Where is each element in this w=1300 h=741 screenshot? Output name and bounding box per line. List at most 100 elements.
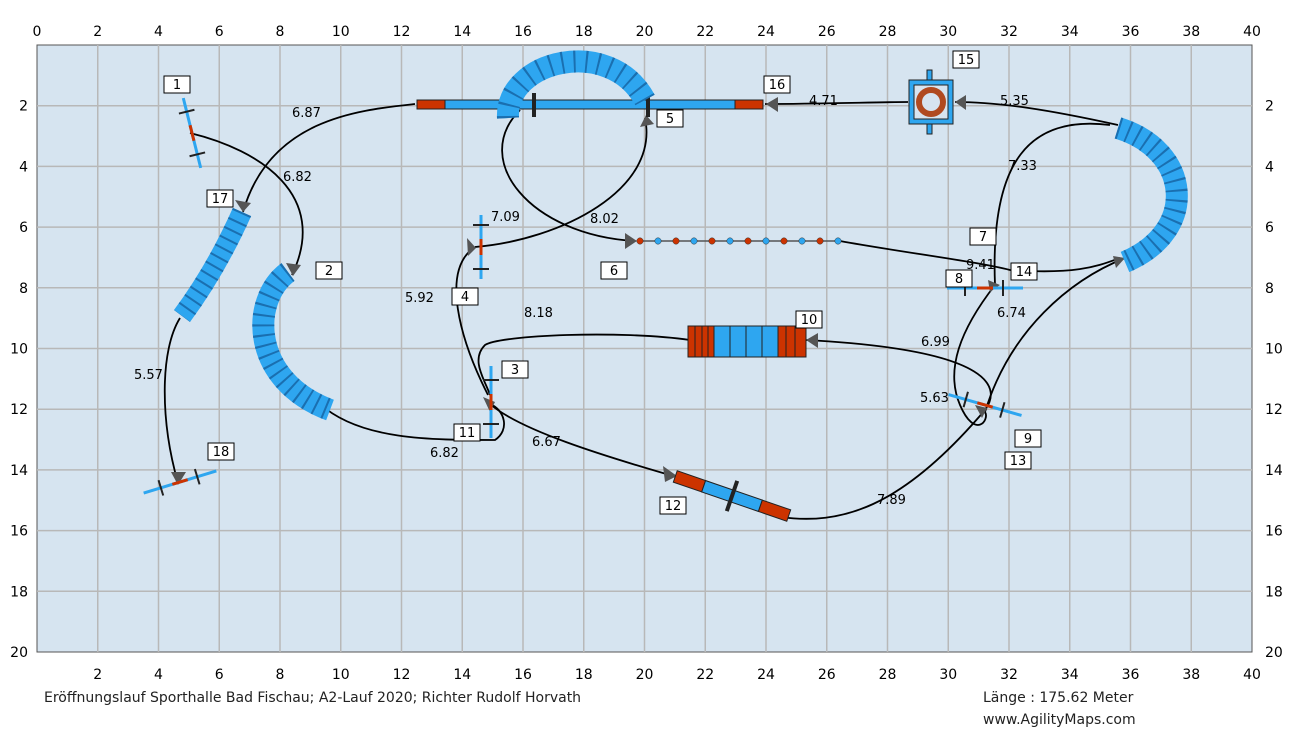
x-tick-top: 10 [332,24,350,40]
x-tick-bottom: 18 [575,667,593,683]
distance-label: 5.57 [134,368,163,383]
distance-label: 5.35 [1000,94,1029,109]
x-tick-top: 30 [939,24,957,40]
svg-text:13: 13 [1010,454,1027,469]
tunnel-ribs [173,207,252,322]
obstacle-label-13: 13 [1004,451,1032,470]
tire-obstacle [908,69,954,135]
distance-label: 6.82 [430,446,459,461]
y-tick-left: 16 [10,524,28,540]
x-tick-top: 14 [453,24,471,40]
obstacle-label-3: 3 [501,360,529,379]
distance-label: 8.02 [590,212,619,227]
x-tick-top: 28 [879,24,897,40]
obstacle-label-10: 10 [795,310,823,329]
y-tick-right: 6 [1265,220,1274,236]
obstacle-label-5: 5 [656,109,684,128]
x-tick-bottom: 38 [1182,667,1200,683]
x-tick-bottom: 36 [1122,667,1140,683]
y-tick-left: 2 [19,99,28,115]
svg-text:18: 18 [213,445,230,460]
weave-pole [636,237,644,245]
jump-3-11 [483,366,499,438]
svg-text:2: 2 [325,264,333,279]
x-tick-bottom: 24 [757,667,775,683]
x-tick-top: 20 [636,24,654,40]
svg-text:9: 9 [1024,432,1032,447]
svg-text:10: 10 [801,313,818,328]
obstacle-label-8: 8 [945,269,973,288]
x-tick-bottom: 10 [332,667,350,683]
weave-pole [834,237,842,245]
course-length: Länge : 175.62 Meter [983,690,1134,706]
weave-pole [744,237,752,245]
x-tick-top: 34 [1061,24,1079,40]
x-tick-top: 2 [93,24,102,40]
x-tick-top: 16 [514,24,532,40]
y-tick-left: 4 [19,159,28,175]
x-tick-bottom: 26 [818,667,836,683]
svg-text:11: 11 [459,426,476,441]
obstacle-label-2: 2 [315,261,343,280]
svg-text:15: 15 [958,53,975,68]
x-tick-top: 32 [1000,24,1018,40]
x-tick-top: 8 [276,24,285,40]
jump-9-13 [948,391,1022,418]
weave-pole [690,237,698,245]
y-tick-right: 10 [1265,342,1283,358]
y-tick-right: 4 [1265,159,1274,175]
x-tick-bottom: 34 [1061,667,1079,683]
tunnel-ribs [1114,117,1188,273]
x-tick-bottom: 32 [1000,667,1018,683]
x-tick-bottom: 30 [939,667,957,683]
distance-label: 5.63 [920,391,949,406]
y-tick-left: 18 [10,584,28,600]
website-link[interactable]: www.AgilityMaps.com [983,712,1136,728]
jump-4 [473,215,489,279]
obstacle-label-15: 15 [952,50,980,69]
y-tick-left: 10 [10,342,28,358]
x-tick-top: 38 [1182,24,1200,40]
weave-pole [780,237,788,245]
dog-walk-obstacle [416,93,764,117]
svg-text:3: 3 [511,363,519,378]
obstacle-label-18: 18 [207,442,235,461]
x-tick-top: 40 [1243,24,1261,40]
y-tick-left: 8 [19,281,28,297]
obstacle-label-17: 17 [206,189,234,208]
distance-label: 6.74 [997,306,1026,321]
weave-pole [798,237,806,245]
obstacle-label-6: 6 [600,261,628,280]
distance-label: 9.41 [966,258,995,273]
x-tick-bottom: 2 [93,667,102,683]
x-tick-bottom: 12 [393,667,411,683]
svg-text:5: 5 [666,112,674,127]
obstacle-label-14: 14 [1010,262,1038,281]
svg-text:4: 4 [461,290,469,305]
obstacle-label-16: 16 [763,75,791,94]
x-tick-bottom: 20 [636,667,654,683]
x-tick-top: 0 [33,24,42,40]
distance-label: 6.67 [532,435,561,450]
y-tick-left: 14 [10,463,28,479]
seesaw-obstacle [687,325,807,358]
x-tick-bottom: 28 [879,667,897,683]
obstacle-label-9: 9 [1014,429,1042,448]
y-tick-left: 12 [10,402,28,418]
distance-label: 4.71 [809,94,838,109]
y-tick-right: 12 [1265,402,1283,418]
y-tick-left: 20 [10,645,28,661]
distance-label: 5.92 [405,291,434,306]
svg-text:8: 8 [955,272,963,287]
x-tick-top: 4 [154,24,163,40]
weave-pole [726,237,734,245]
x-tick-bottom: 22 [696,667,714,683]
distance-label: 7.89 [877,493,906,508]
y-tick-right: 14 [1265,463,1283,479]
y-tick-left: 6 [19,220,28,236]
distance-labels: 6.87 6.82 4.71 5.35 7.33 7.09 8.02 5.92 … [134,94,1037,508]
distance-label: 6.99 [921,335,950,350]
obstacle-label-1: 1 [163,75,191,94]
weave-pole [654,237,662,245]
